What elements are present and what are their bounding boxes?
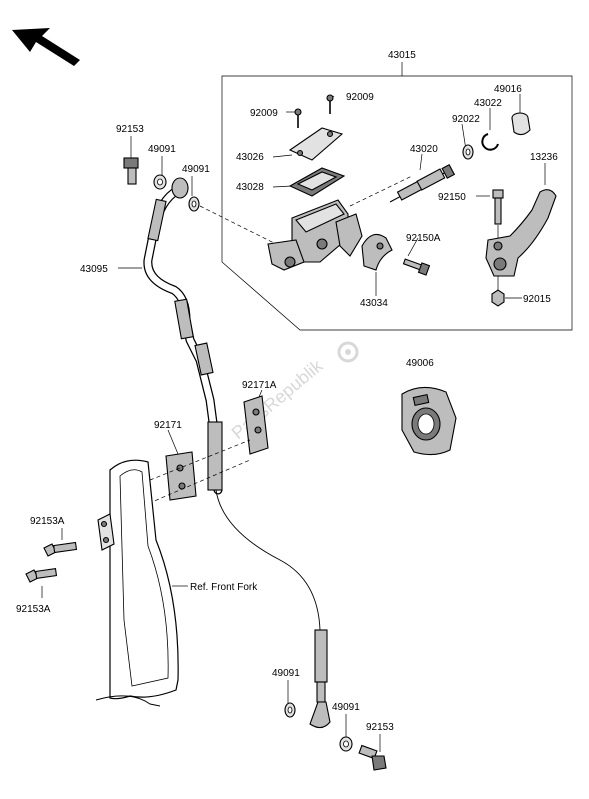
- bolt-92150A: [402, 258, 431, 276]
- label-92150: 92150: [438, 192, 466, 203]
- label-92171: 92171: [154, 420, 182, 431]
- label-49091-bottom-left: 49091: [272, 668, 300, 679]
- washer-92022: [462, 144, 474, 160]
- label-92153A-upper: 92153A: [30, 516, 65, 527]
- label-92153A-lower: 92153A: [16, 604, 51, 615]
- washer-49091-top-left: [153, 174, 167, 190]
- switch-49006: [401, 386, 457, 456]
- washer-49091-top-right: [188, 196, 200, 212]
- label-49091-bottom-right: 49091: [332, 702, 360, 713]
- label-43028: 43028: [236, 182, 264, 193]
- label-49091-top-right: 49091: [182, 164, 210, 175]
- screw-92009-left: [294, 108, 302, 128]
- clamp-43034: [361, 233, 393, 271]
- watermark-gear-icon: [337, 341, 359, 363]
- label-92153-top: 92153: [116, 124, 144, 135]
- nut-92015: [491, 289, 505, 307]
- master-cylinder-body: [267, 199, 363, 271]
- washer-49091-bottom-right: [339, 736, 353, 752]
- label-92153-bottom: 92153: [366, 722, 394, 733]
- label-92015: 92015: [523, 294, 551, 305]
- bolt-92153-bottom: [358, 744, 387, 771]
- reservoir-cap-43026: [288, 127, 344, 161]
- bolt-92153-top: [123, 157, 139, 185]
- label-92150A: 92150A: [406, 233, 441, 244]
- front-direction-arrow-icon: [12, 28, 80, 66]
- label-92022: 92022: [452, 114, 480, 125]
- circlip-43022: [481, 133, 499, 151]
- brake-hose-43095: [143, 177, 331, 729]
- assembly-frame-43015: [221, 62, 573, 331]
- label-43034: 43034: [360, 298, 388, 309]
- bolt-92153A-lower: [25, 568, 58, 583]
- label-49091-top-left: 49091: [148, 144, 176, 155]
- lever-13236: [485, 189, 557, 277]
- label-49016: 49016: [494, 84, 522, 95]
- label-49006: 49006: [406, 358, 434, 369]
- bolt-92153A-upper: [43, 541, 78, 557]
- bolt-92150: [492, 189, 504, 225]
- label-43022: 43022: [474, 98, 502, 109]
- washer-49091-bottom-left: [284, 702, 296, 718]
- piston-assembly-43020: [389, 163, 456, 203]
- bracket-fork: [97, 513, 115, 551]
- label-ref-front-fork: Ref. Front Fork: [190, 582, 258, 593]
- boot-49016: [511, 112, 531, 136]
- label-43095: 43095: [80, 264, 108, 275]
- label-43015: 43015: [388, 50, 416, 61]
- label-92171A: 92171A: [242, 380, 277, 391]
- label-92009-right: 92009: [346, 92, 374, 103]
- clamp-92171: [109, 439, 251, 521]
- front-fork: [95, 459, 179, 707]
- screw-92009-right: [326, 94, 334, 114]
- diaphragm-43028: [288, 167, 346, 197]
- clamp-92171A: [243, 395, 269, 455]
- label-43026: 43026: [236, 152, 264, 163]
- label-43020: 43020: [410, 144, 438, 155]
- watermark: PartsRepublik: [228, 355, 327, 443]
- label-13236: 13236: [530, 152, 558, 163]
- label-92009-left: 92009: [250, 108, 278, 119]
